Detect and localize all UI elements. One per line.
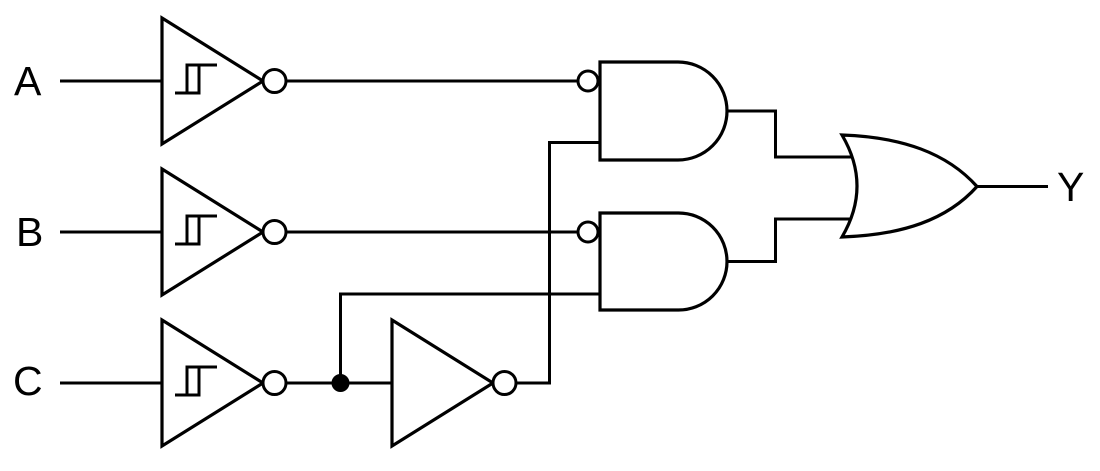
wire-inverter-c2-to-and-top (516, 141, 600, 385)
wire-and-top-to-or (727, 109, 853, 159)
wire-junction-to-and-bottom (339, 292, 600, 383)
and-input-bubble (576, 220, 600, 244)
wire-and-bottom-to-or (727, 217, 853, 263)
hysteresis-icon (175, 365, 217, 397)
hysteresis-icon (175, 214, 217, 246)
schmitt-inverter-b (160, 166, 288, 298)
schmitt-inverter-a (160, 15, 288, 147)
schmitt-inverter-c (160, 317, 288, 449)
input-label-c: C (13, 358, 43, 404)
inverter-output-bubble (261, 219, 288, 245)
or-gate (839, 133, 980, 239)
inverter-triangle (390, 317, 497, 449)
inverter-output-bubble (261, 370, 288, 396)
input-label-b: B (16, 209, 43, 255)
inverter-output-bubble (491, 370, 518, 396)
hysteresis-icon (175, 63, 217, 95)
and-gate-top (576, 60, 729, 162)
inverter-c2 (390, 317, 518, 449)
and-gate-body (598, 211, 729, 312)
and-gate-body (598, 60, 729, 162)
or-gate-body (839, 133, 980, 239)
inverter-output-bubble (261, 68, 288, 94)
input-label-a: A (14, 58, 42, 104)
and-input-bubble (576, 69, 600, 93)
inverter-triangle (160, 166, 267, 298)
inverter-triangle (160, 317, 267, 449)
output-label-y: Y (1057, 164, 1084, 210)
and-gate-bottom (576, 211, 729, 312)
inverter-triangle (160, 15, 267, 147)
junction-dot (331, 374, 350, 392)
